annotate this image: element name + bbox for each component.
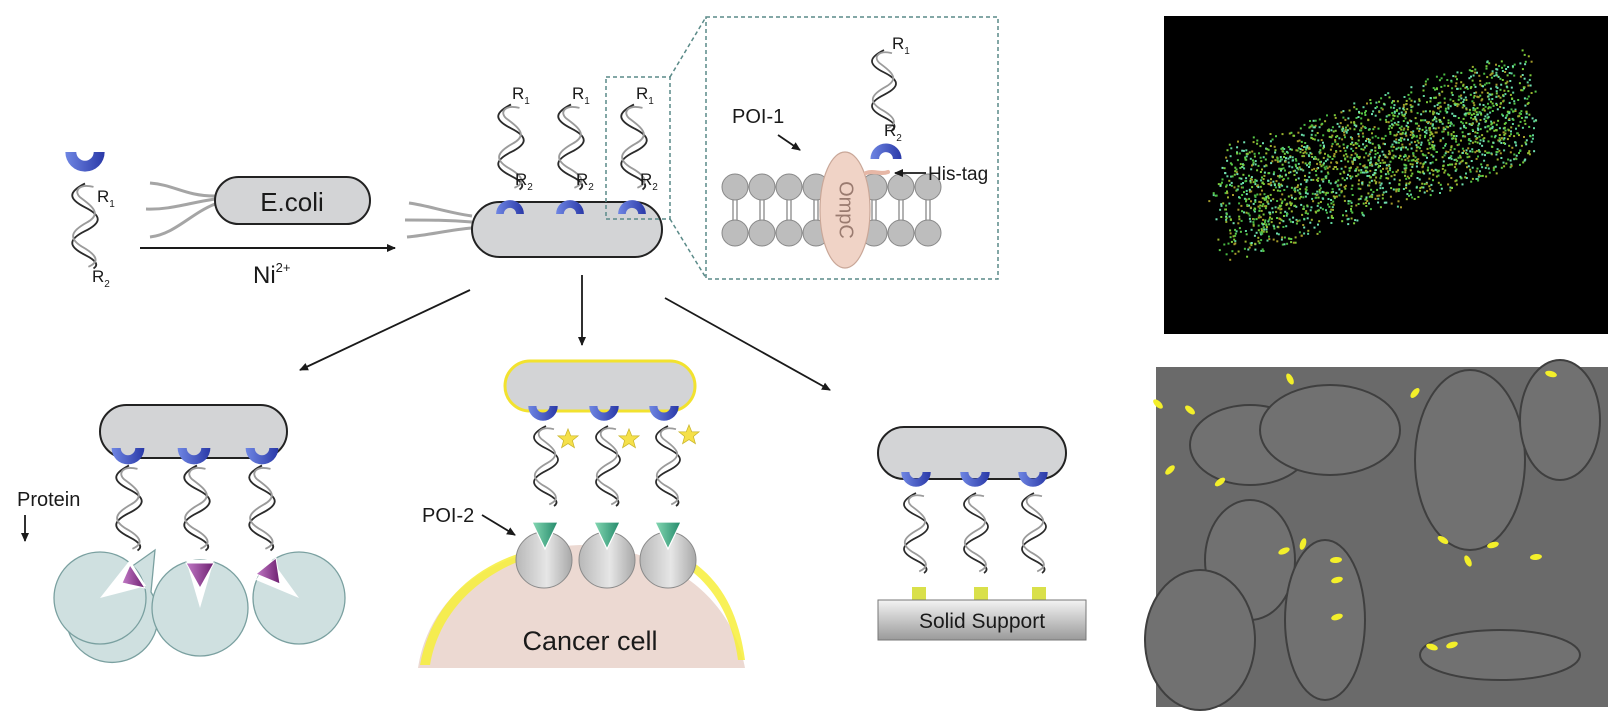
solid-support-label: Solid Support (919, 610, 1045, 633)
poi1-label: POI-1 (732, 106, 784, 128)
ligand-triangle-icon (654, 521, 682, 551)
protein-label: Protein (17, 489, 80, 511)
zoom-selection-box (605, 76, 671, 220)
ligand-triangle-icon (185, 562, 215, 590)
ligand-triangle-icon (531, 521, 559, 551)
svg-text:R1: R1 (892, 34, 910, 57)
his-tag-label: His-tag (928, 164, 988, 185)
svg-text:R2: R2 (515, 170, 533, 193)
arrow-to-protein (299, 289, 471, 371)
fluorophore-star-icon (618, 428, 640, 449)
surface-dna-1: R1 R2 (496, 84, 533, 214)
protein-binding-scheme: Protein (17, 404, 346, 664)
cancer-cell-scheme: Cancer cell POI-2 (418, 359, 745, 668)
cancer-cell-label: Cancer cell (522, 626, 657, 656)
free-dna-conjugate: R1 R2 (65, 152, 115, 290)
ecoli-label: E.coli (260, 187, 324, 217)
svg-text:R1: R1 (512, 84, 530, 107)
ligand-triangle-icon (593, 521, 621, 551)
ompc-protein (819, 151, 871, 269)
svg-text:R1: R1 (636, 84, 654, 107)
brightfield-fluorescence-micrograph (1144, 359, 1608, 711)
fluorophore-star-icon (557, 428, 579, 449)
membrane-inset: OmpC R1 R2 POI-1 His-tag (705, 16, 999, 280)
anchor-icon (65, 152, 105, 172)
surface-dna-3: R1 R2 (618, 84, 658, 214)
solid-support-scheme: Solid Support (877, 426, 1087, 641)
svg-text:R1: R1 (572, 84, 590, 107)
solid-support-surface (877, 599, 1087, 641)
fluorophore-star-icon (678, 424, 700, 445)
his-tag (864, 170, 890, 175)
ligand-triangle-icon (121, 563, 147, 589)
dna-decorated-bacterium: R1 R2 R1 R2 R1 R2 (404, 16, 707, 279)
r2-label: R2 (92, 267, 110, 290)
arrow-to-solid-support (664, 297, 831, 391)
dna-helix-icon (71, 182, 99, 270)
lipid-bilayer (721, 173, 942, 247)
svg-text:R2: R2 (884, 121, 902, 144)
ligand-triangle-icon (255, 557, 281, 585)
svg-text:R2: R2 (640, 170, 658, 193)
poi2-label: POI-2 (422, 505, 474, 527)
ecoli-bacterium: E.coli (145, 176, 371, 239)
svg-text:R2: R2 (576, 170, 594, 193)
r1-label: R1 (97, 187, 115, 210)
surface-dna-2: R1 R2 (556, 84, 594, 214)
nickel-label: Ni2+ (253, 260, 291, 289)
ompc-label: OmpC (835, 181, 857, 239)
super-resolution-micrograph (1164, 16, 1608, 334)
